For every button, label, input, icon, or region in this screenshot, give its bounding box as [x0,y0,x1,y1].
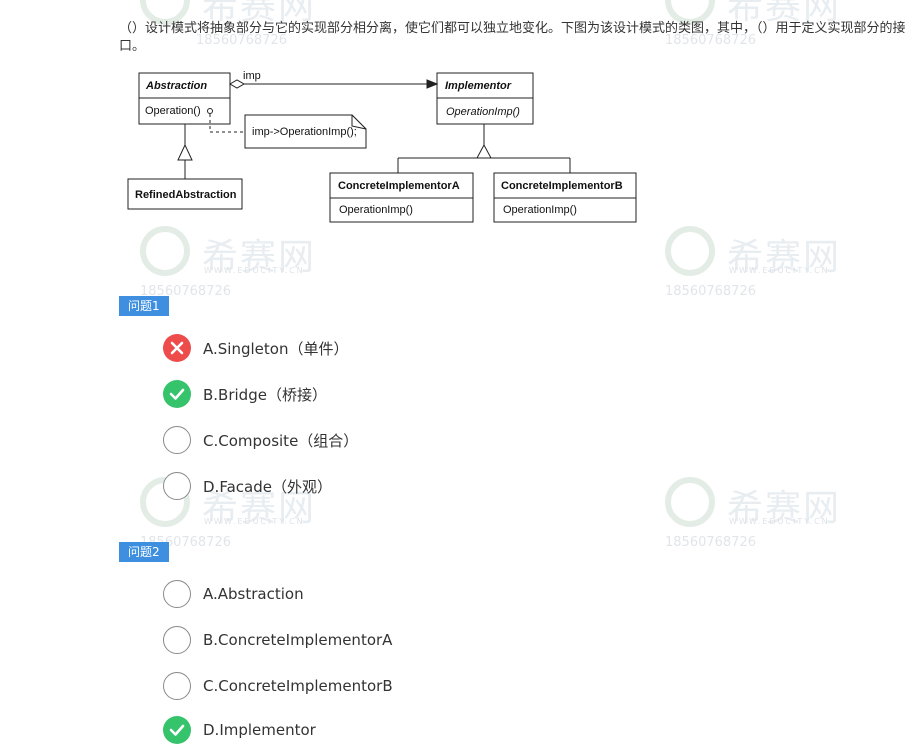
q1-option-b-label: B.Bridge（桥接） [203,385,327,404]
watermark-logo-icon [665,226,715,276]
concrete-a-method: OperationImp() [339,204,413,216]
watermark-brand: 希赛网 [202,237,317,278]
watermark-brand: 希赛网 [727,237,842,278]
aggregation-diamond-icon [228,79,246,89]
radio-circle-icon[interactable] [163,672,191,700]
association-label: imp [243,70,261,82]
watermark-logo-icon [140,226,190,276]
cross-icon [163,334,191,362]
watermark-logo-icon [665,477,715,527]
q2-option-b-label: B.ConcreteImplementorA [203,631,393,649]
q2-option-a[interactable]: A.Abstraction [163,580,304,608]
watermark-phone: 18560768726 [665,535,756,550]
generalization-refined [177,124,193,179]
concrete-implementor-a-class-box [329,172,474,223]
q2-option-a-label: A.Abstraction [203,585,304,603]
check-icon [163,716,191,744]
concrete-b-class-name: ConcreteImplementorB [501,180,623,192]
abstraction-class-name: Abstraction [145,80,207,92]
inheritance-triangle-icon [177,143,193,161]
q2-option-c[interactable]: C.ConcreteImplementorB [163,672,393,700]
watermark-sub: WWW.EDUCITY.CN [729,266,830,275]
inheritance-triangle-icon [476,143,492,159]
radio-circle-icon[interactable] [163,426,191,454]
q1-option-a[interactable]: A.Singleton（单件） [163,334,348,362]
concrete-a-class-name: ConcreteImplementorA [338,180,460,192]
concrete-implementor-b-class-box [493,172,637,223]
watermark-sub: WWW.EDUCITY.CN [204,517,305,526]
q1-option-d-label: D.Facade（外观） [203,477,332,496]
note-text: imp->OperationImp(); [252,126,357,138]
question1-badge: 问题1 [119,296,169,316]
radio-circle-icon[interactable] [163,626,191,654]
q1-option-c-label: C.Composite（组合） [203,431,359,450]
watermark-phone: 18560768726 [665,284,756,299]
q2-option-c-label: C.ConcreteImplementorB [203,677,393,695]
q1-option-a-label: A.Singleton（单件） [203,339,349,358]
refined-abstraction-class-box [127,178,243,210]
q1-option-d[interactable]: D.Facade（外观） [163,472,332,500]
radio-circle-icon[interactable] [163,472,191,500]
check-icon [163,380,191,408]
note-box [244,114,367,149]
implementor-method: OperationImp() [446,106,520,118]
generalization-concrete [397,124,571,173]
radio-circle-icon[interactable] [163,580,191,608]
association-line [228,79,439,89]
q2-option-d-label: D.Implementor [203,721,316,739]
refined-abstraction-class-name: RefinedAbstraction [135,189,237,201]
concrete-b-method: OperationImp() [503,204,577,216]
implementor-class-name: Implementor [445,80,512,92]
arrowhead-icon [426,79,439,89]
watermark-brand: 希赛网 [727,488,842,529]
watermark-sub: WWW.EDUCITY.CN [204,266,305,275]
watermark-sub: WWW.EDUCITY.CN [729,517,830,526]
note-link [207,108,245,133]
q2-option-d[interactable]: D.Implementor [163,716,316,744]
question-text: （）设计模式将抽象部分与它的实现部分相分离，使它们都可以独立地变化。下图为该设计… [119,21,906,54]
question2-badge: 问题2 [119,542,169,562]
abstraction-class-box [138,72,231,125]
q1-option-c[interactable]: C.Composite（组合） [163,426,358,454]
abstraction-method: Operation() [145,105,201,117]
q1-option-b[interactable]: B.Bridge（桥接） [163,380,327,408]
q2-option-b[interactable]: B.ConcreteImplementorA [163,626,392,654]
implementor-class-box [436,72,534,125]
note-fold-icon [351,114,367,130]
